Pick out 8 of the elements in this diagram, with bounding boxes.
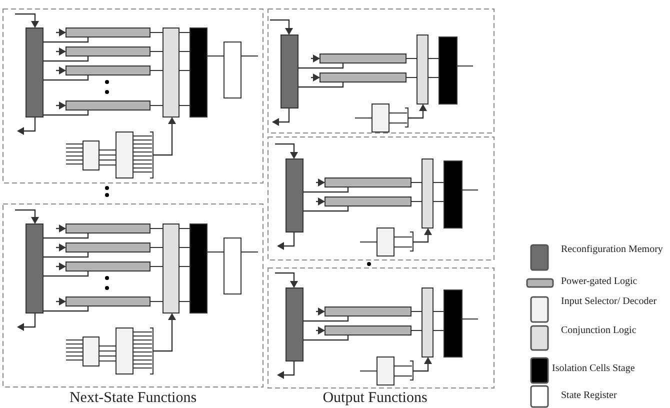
panel-caption: Next-State Functions <box>69 389 197 407</box>
legend-label: Input Selector/ Decoder <box>561 296 658 308</box>
panel-caption: Output Functions <box>322 389 428 407</box>
legend-label: Isolation Cells Stage <box>552 363 636 375</box>
legend-label: Conjunction Logic <box>561 325 638 337</box>
legend-label: Reconfiguration Memory <box>561 244 664 256</box>
legend-label: State Register <box>561 390 618 402</box>
legend-label: Power-gated Logic <box>561 276 638 288</box>
